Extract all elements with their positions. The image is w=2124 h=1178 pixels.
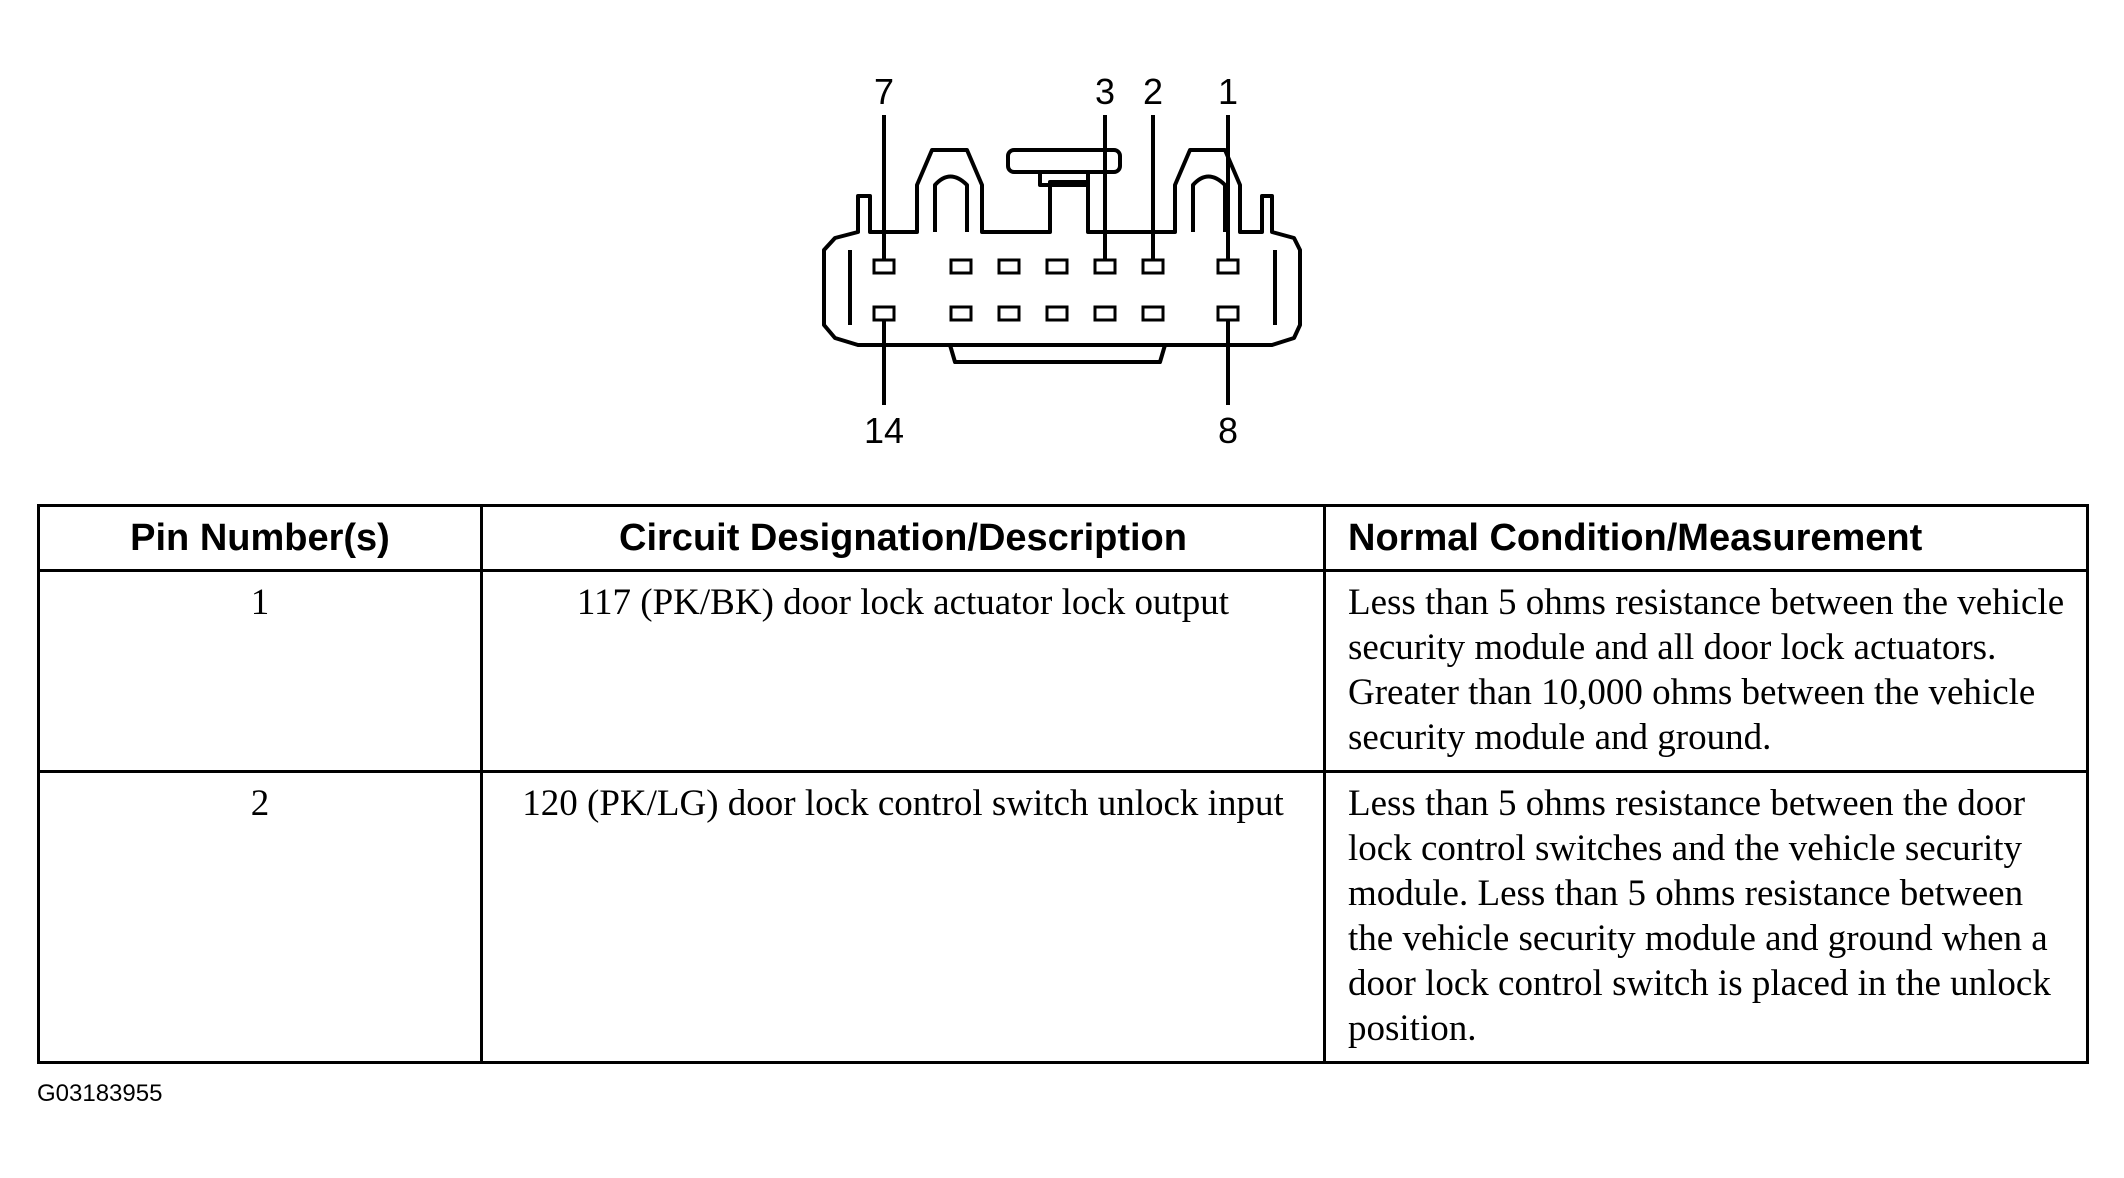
- cell-normal-condition: Less than 5 ohms resistance between the …: [1323, 770, 2089, 1064]
- pin-label-2: 2: [1143, 71, 1163, 112]
- connector-housing: [822, 148, 1302, 347]
- pin-label-8: 8: [1218, 410, 1238, 451]
- pin-cavity-11: [1045, 305, 1069, 322]
- pin-label-7: 7: [874, 71, 894, 112]
- pin-label-3: 3: [1095, 71, 1115, 112]
- pin-label-14: 14: [864, 410, 904, 451]
- pin-cavity-7: [872, 258, 896, 275]
- table-row: 1 117 (PK/BK) door lock actuator lock ou…: [37, 569, 2089, 773]
- pin-cavity-6: [949, 258, 973, 275]
- cell-pin-number: 1: [37, 569, 483, 773]
- connector-diagram: 7 3 2 1 14 8: [822, 71, 1302, 451]
- connector-bottom-lip: [948, 344, 1167, 364]
- pin-cavity-9: [1141, 305, 1165, 322]
- pin-cavity-13: [949, 305, 973, 322]
- pin-cavity-2: [1141, 258, 1165, 275]
- cell-pin-number: 2: [37, 770, 483, 1064]
- pin-cavity-1: [1216, 258, 1240, 275]
- header-normal-condition: Normal Condition/Measurement: [1323, 504, 2089, 572]
- connector-tower-left-inner: [933, 174, 969, 232]
- pin-label-1: 1: [1218, 71, 1238, 112]
- pin-cavity-3: [1093, 258, 1117, 275]
- connector-tower-right-inner: [1191, 174, 1227, 232]
- header-circuit-designation: Circuit Designation/Description: [480, 504, 1326, 572]
- pin-cavity-10: [1093, 305, 1117, 322]
- cell-circuit-designation: 120 (PK/LG) door lock control switch unl…: [480, 770, 1326, 1064]
- pin-cavity-5: [997, 258, 1021, 275]
- pin-table: Pin Number(s) Circuit Designation/Descri…: [37, 504, 2089, 1064]
- pin-cavity-8: [1216, 305, 1240, 322]
- cell-circuit-designation: 117 (PK/BK) door lock actuator lock outp…: [480, 569, 1326, 773]
- connector-latch-neck: [1038, 172, 1090, 187]
- table-header-row: Pin Number(s) Circuit Designation/Descri…: [37, 504, 2089, 572]
- figure-id: G03183955: [37, 1080, 163, 1107]
- pin-cavity-12: [997, 305, 1021, 322]
- pin-cavity-4: [1045, 258, 1069, 275]
- pin-cavity-14: [872, 305, 896, 322]
- header-pin-number: Pin Number(s): [37, 504, 483, 572]
- table-row: 2 120 (PK/LG) door lock control switch u…: [37, 770, 2089, 1064]
- connector-latch: [1006, 148, 1122, 174]
- cell-normal-condition: Less than 5 ohms resistance between the …: [1323, 569, 2089, 773]
- connector-housing-inner: [848, 250, 1277, 325]
